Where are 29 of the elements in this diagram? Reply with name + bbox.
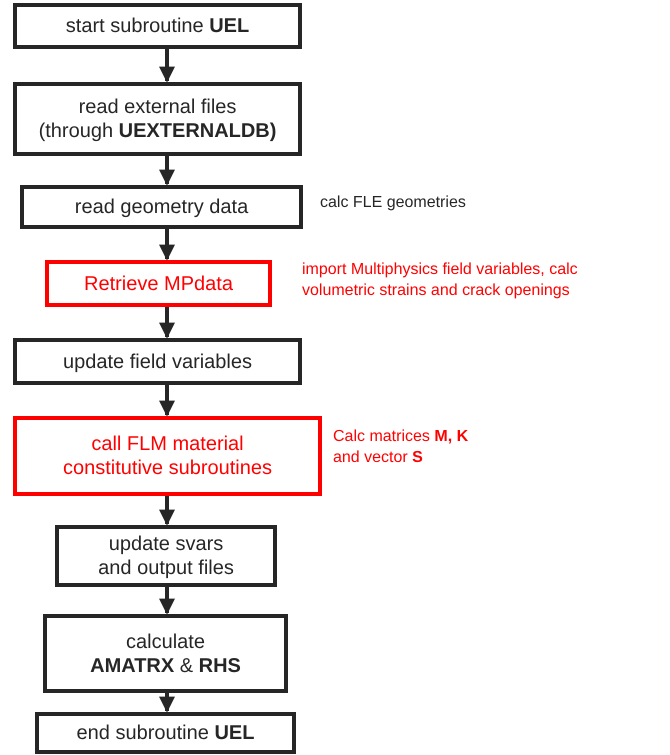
arrow — [159, 693, 175, 713]
step-label: read external files (through UEXTERNALDB) — [38, 95, 278, 143]
process-box — [13, 416, 322, 496]
arrow — [159, 587, 175, 615]
process-box — [43, 614, 288, 693]
process-box — [45, 260, 272, 307]
process-box — [35, 712, 296, 754]
step-label: call FLM material constitutive subroutines — [62, 432, 273, 480]
process-box — [13, 3, 302, 49]
arrow — [159, 49, 175, 83]
process-box — [55, 525, 277, 587]
arrow — [159, 496, 175, 526]
step-label: start subroutine UEL — [66, 14, 250, 38]
step-label: Retrieve MPdata — [84, 272, 233, 296]
step-label: end subroutine UEL — [76, 721, 254, 745]
process-box — [13, 338, 302, 385]
arrow — [159, 229, 175, 261]
process-box — [13, 82, 302, 156]
step-label: read geometry data — [74, 195, 248, 219]
annotation-note: import Multiphysics field variables, calc volumetric strains and crack openings — [302, 260, 579, 301]
step-label: update field variables — [62, 350, 252, 374]
annotation-note: calc FLE geometries — [320, 193, 467, 213]
arrow — [159, 385, 175, 417]
step-label: calculate AMATRX & RHS — [89, 630, 242, 678]
process-box — [20, 185, 303, 229]
arrow — [159, 307, 175, 339]
step-label: update svars and output files — [97, 532, 235, 580]
annotation-note: Calc matrices M, K and vector S — [333, 427, 470, 468]
arrow — [159, 156, 175, 186]
